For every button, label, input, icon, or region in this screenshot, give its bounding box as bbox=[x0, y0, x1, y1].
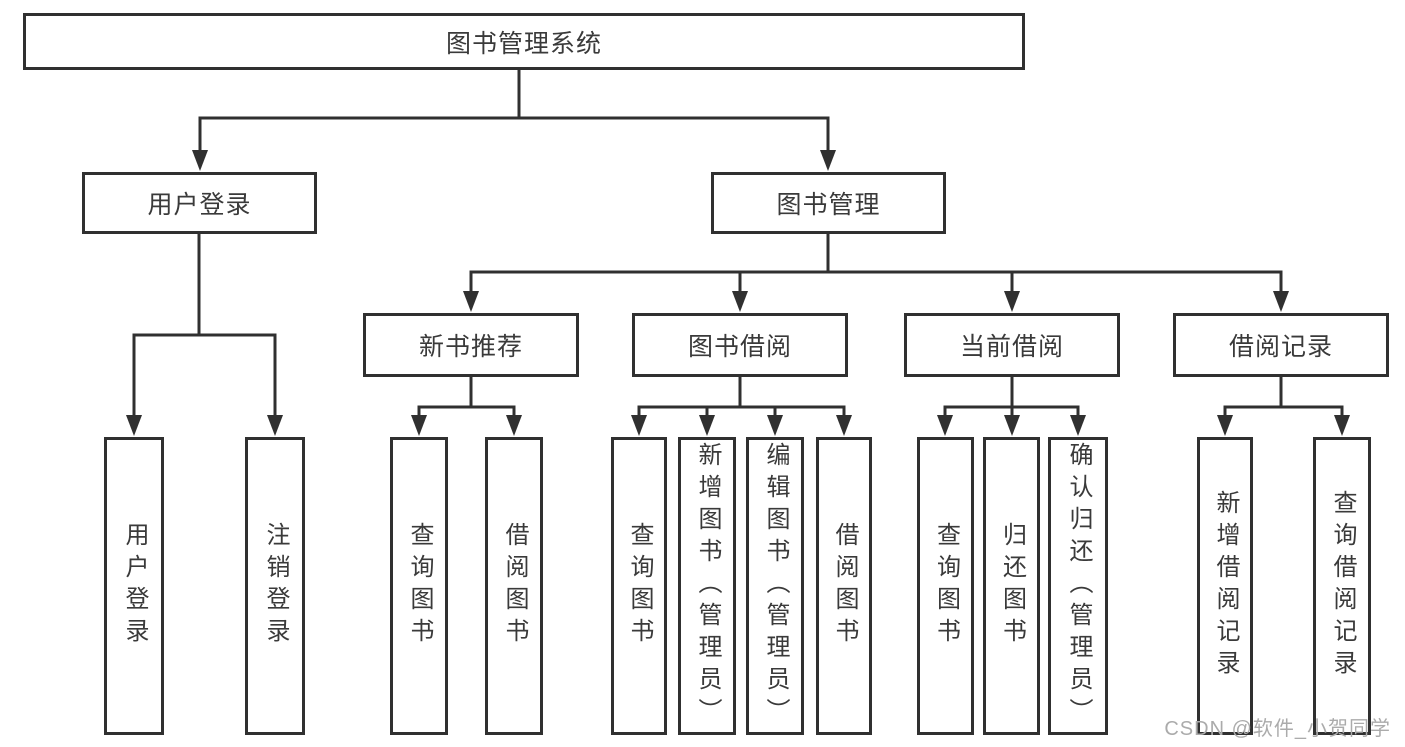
connector-book-management-to-level3 bbox=[463, 234, 1289, 312]
node-user-login: 用户登录 bbox=[82, 172, 317, 234]
connector-borrow-records-to-leaves bbox=[1217, 377, 1350, 436]
leaf-return-books: 归还图书 bbox=[983, 437, 1040, 735]
leaf-query-books-borrow: 查询图书 bbox=[611, 437, 667, 735]
node-book-management: 图书管理 bbox=[711, 172, 946, 234]
connector-root-to-level2 bbox=[192, 69, 836, 171]
leaf-logout: 注销登录 bbox=[245, 437, 305, 735]
node-new-book-recommendation: 新书推荐 bbox=[363, 313, 579, 377]
leaf-user-login: 用户登录 bbox=[104, 437, 164, 735]
leaf-edit-book-admin: 编辑图书（管理员） bbox=[746, 437, 804, 735]
leaf-borrow-books-recommend: 借阅图书 bbox=[485, 437, 543, 735]
watermark-text: CSDN @软件_小贺同学 bbox=[1164, 718, 1391, 740]
connector-current-borrow-to-leaves bbox=[937, 377, 1086, 436]
leaf-label: 确认归还（管理员） bbox=[1065, 442, 1092, 730]
leaf-confirm-return-admin: 确认归还（管理员） bbox=[1048, 437, 1108, 735]
leaf-label: 新增图书（管理员） bbox=[694, 442, 721, 730]
leaf-label: 查询借阅记录 bbox=[1329, 490, 1356, 682]
leaf-label: 用户登录 bbox=[121, 522, 148, 650]
node-root: 图书管理系统 bbox=[23, 13, 1025, 70]
connector-user-login-to-leaves bbox=[126, 234, 283, 436]
leaf-label: 归还图书 bbox=[998, 522, 1026, 650]
leaf-label: 注销登录 bbox=[262, 522, 289, 650]
leaf-label: 查询图书 bbox=[932, 522, 960, 650]
leaf-add-book-admin: 新增图书（管理员） bbox=[678, 437, 736, 735]
node-borrowing-records: 借阅记录 bbox=[1173, 313, 1389, 377]
leaf-query-borrow-record: 查询借阅记录 bbox=[1313, 437, 1371, 735]
leaf-query-books-current: 查询图书 bbox=[917, 437, 974, 735]
connector-book-borrow-to-leaves bbox=[631, 377, 852, 436]
leaf-add-borrow-record: 新增借阅记录 bbox=[1197, 437, 1253, 735]
leaf-label: 新增借阅记录 bbox=[1212, 490, 1239, 682]
leaf-label: 编辑图书（管理员） bbox=[762, 442, 789, 730]
leaf-query-books-recommend: 查询图书 bbox=[390, 437, 448, 735]
connector-new-book-to-leaves bbox=[411, 377, 522, 436]
leaf-borrow-books: 借阅图书 bbox=[816, 437, 872, 735]
leaf-label: 查询图书 bbox=[406, 522, 433, 650]
node-book-borrowing: 图书借阅 bbox=[632, 313, 848, 377]
leaf-label: 借阅图书 bbox=[831, 522, 858, 650]
node-current-borrowing: 当前借阅 bbox=[904, 313, 1120, 377]
leaf-label: 查询图书 bbox=[626, 522, 653, 650]
leaf-label: 借阅图书 bbox=[501, 522, 528, 650]
